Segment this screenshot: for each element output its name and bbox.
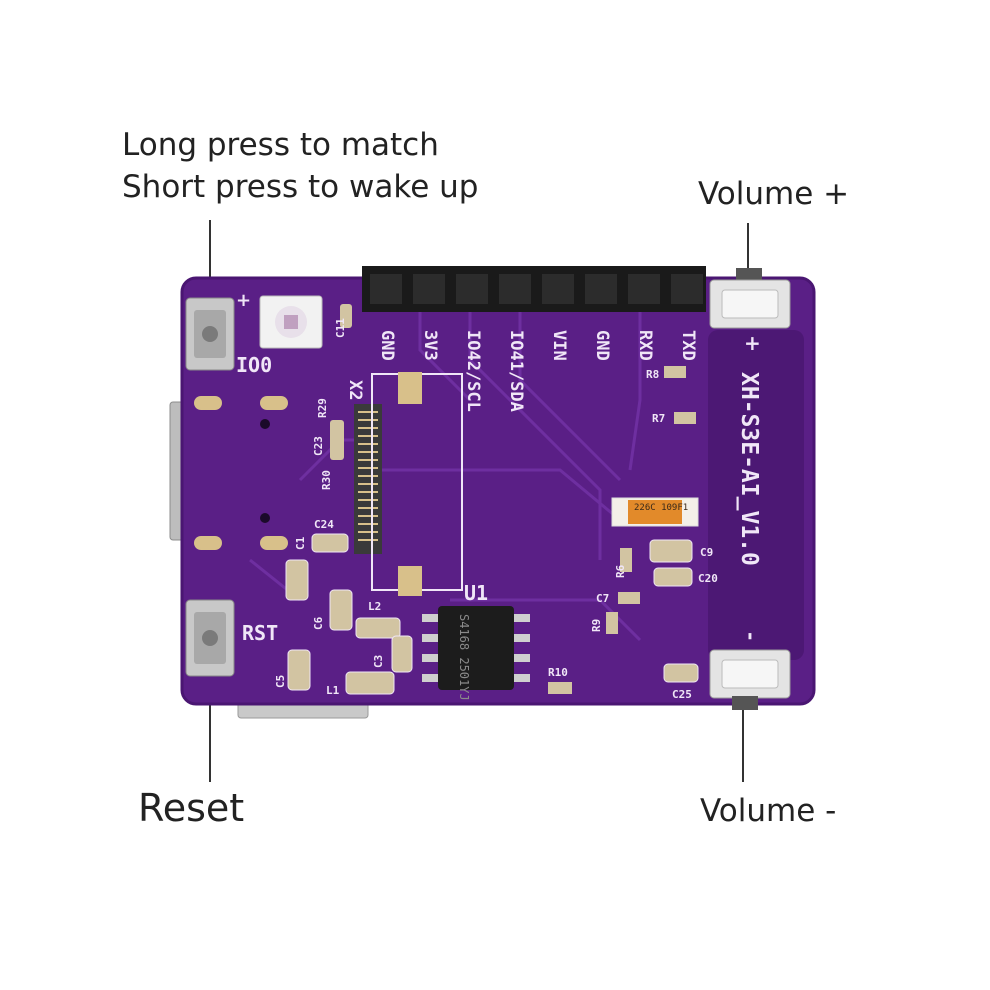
pin-label-vin: VIN [549,330,569,361]
volume-up-leader-line [747,223,749,271]
ref-l2: L2 [368,600,381,613]
fpc-connector-x2 [354,404,382,554]
header-pin-labels: GND 3V3 IO42/SCL IO41/SDA VIN GND RXD TX… [377,330,698,412]
x2-anchor-pad [398,566,422,596]
tantalum-capacitor [611,497,699,527]
boot-button-caption: Long press to match Short press to wake … [122,124,478,208]
volume-up-button[interactable] [709,268,791,329]
pin-header-sockets [370,274,703,304]
pin-label-txd: TXD [678,330,698,361]
ref-c3: C3 [372,655,385,668]
rst-label: RST [242,621,278,645]
model-label-strip [708,330,804,660]
reset-leader-line [209,676,211,782]
ref-c5: C5 [274,675,287,688]
boot-caption-line2: Short press to wake up [122,169,479,205]
ref-r30: R30 [320,470,333,490]
boot-leader-line [209,220,211,302]
reference-designators: C11 R29 C23 R30 C24 C1 C6 L2 C3 C5 L1 R1… [274,318,718,701]
via [260,419,270,429]
rgb-led [259,295,323,349]
pin-label-gnd1: GND [377,330,397,361]
reset-caption: Reset [138,786,245,830]
ref-c9: C9 [700,546,713,559]
volume-plus-mark: + [744,331,761,355]
u1-chip [422,606,530,690]
pin-label-3v3: 3V3 [420,330,440,361]
ref-r6: R6 [614,564,627,578]
board-model-label: XH-S3E-AI_V1.0 [736,372,762,566]
ref-c24: C24 [314,518,334,531]
ref-r9: R9 [590,619,603,632]
ref-c11: C11 [334,318,347,338]
ref-r29: R29 [316,398,329,418]
volume-down-button[interactable] [709,649,791,710]
volume-down-leader-line [742,706,744,782]
boot-caption-line1: Long press to match [122,127,439,163]
u1-chip-marking: S4168 2501YJ [457,614,471,701]
ref-r8: R8 [646,368,659,381]
x2-anchor-pad [398,372,422,404]
volume-up-caption: Volume + [698,176,850,212]
ref-c7: C7 [596,592,609,605]
ref-c25: C25 [672,688,692,701]
ref-l1: L1 [326,684,340,697]
x2-label: X2 [345,380,365,400]
pin-label-gnd2: GND [592,330,612,361]
reset-button[interactable] [185,599,235,677]
io0-label: IO0 [236,353,272,377]
ref-c23: C23 [312,436,325,456]
ref-r7: R7 [652,412,665,425]
ref-c1: C1 [294,536,307,550]
boot-button[interactable] [185,297,235,371]
via [260,513,270,523]
u1-label: U1 [464,581,488,605]
ref-c6: C6 [312,616,325,630]
volume-minus-mark: - [739,632,763,640]
ref-c20: C20 [698,572,718,585]
boot-plus-mark: + [236,290,251,311]
pin-label-io42: IO42/SCL [463,330,483,412]
pin-label-rxd: RXD [635,330,655,361]
mounting-pads [194,396,288,550]
ref-r10: R10 [548,666,568,679]
volume-down-caption: Volume - [700,793,837,829]
passive-components [285,304,699,695]
pin-label-io41: IO41/SDA [506,330,526,412]
tantalum-marking: 226C 109F1 [634,503,688,513]
